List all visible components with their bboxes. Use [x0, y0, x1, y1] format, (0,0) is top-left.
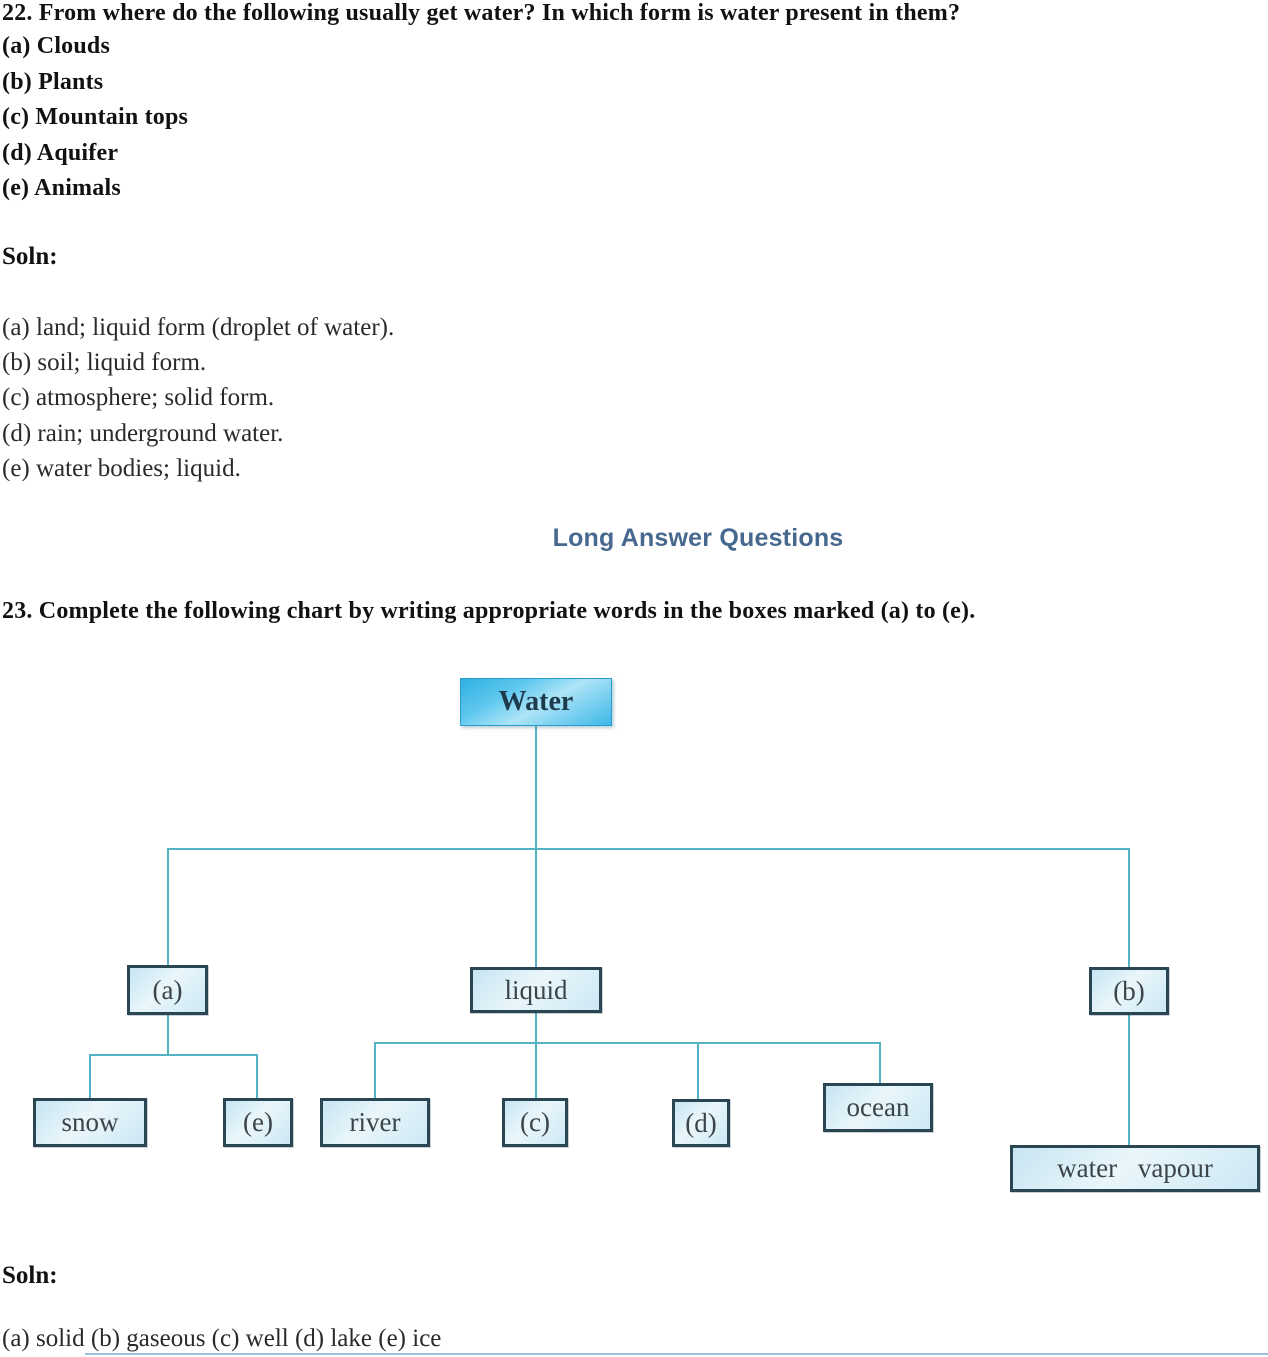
- soln-heading-22: Soln:: [2, 243, 58, 270]
- answer-22-a: (a) land; liquid form (droplet of water)…: [2, 314, 395, 341]
- node-river: river: [320, 1098, 430, 1147]
- question-22-title: 22. From where do the following usually …: [2, 0, 961, 26]
- connector-line-main-horizontal: [167, 848, 1130, 850]
- question-22-item-b: (b) Plants: [2, 69, 104, 95]
- question-22-item-e: (e) Animals: [2, 175, 121, 201]
- node-water-vapour: water vapour: [1010, 1145, 1260, 1192]
- node-water: Water: [460, 678, 612, 726]
- section-heading: Long Answer Questions: [552, 524, 844, 552]
- connector-line-to-a: [167, 848, 169, 966]
- node-ocean: ocean: [823, 1083, 933, 1132]
- answer-22-c: (c) atmosphere; solid form.: [2, 384, 275, 411]
- question-22-item-c: (c) Mountain tops: [2, 104, 189, 130]
- question-23-title: 23. Complete the following chart by writ…: [2, 598, 976, 624]
- connector-line-water-stem: [535, 726, 537, 849]
- connector-line-a-stem: [167, 1014, 169, 1056]
- answer-23: (a) solid (b) gaseous (c) well (d) lake …: [2, 1325, 442, 1352]
- node-c: (c): [502, 1098, 568, 1147]
- bottom-page-rule: [85, 1353, 1268, 1355]
- answer-22-b: (b) soil; liquid form.: [2, 349, 207, 376]
- node-d: (d): [672, 1099, 730, 1147]
- node-b: (b): [1089, 967, 1169, 1015]
- node-liquid: liquid: [470, 967, 602, 1013]
- question-22-item-a: (a) Clouds: [2, 33, 111, 59]
- connector-line-liquid-horizontal: [374, 1042, 881, 1044]
- connector-line-b-stem-to-water-vapour: [1128, 1014, 1130, 1146]
- connector-line-liquid-stem-to-c: [535, 1012, 537, 1099]
- connector-line-to-liquid: [535, 848, 537, 968]
- question-22-item-d: (d) Aquifer: [2, 140, 119, 166]
- connector-line-to-d: [697, 1042, 699, 1100]
- connector-line-a-horizontal: [89, 1054, 258, 1056]
- node-snow: snow: [33, 1098, 147, 1147]
- connector-line-to-snow: [89, 1054, 91, 1099]
- node-a: (a): [127, 965, 208, 1015]
- connector-line-to-river: [374, 1042, 376, 1099]
- answer-22-e: (e) water bodies; liquid.: [2, 455, 241, 482]
- connector-line-to-e: [256, 1054, 258, 1099]
- connector-line-to-b: [1128, 848, 1130, 968]
- soln-heading-23: Soln:: [2, 1262, 58, 1289]
- node-e: (e): [223, 1098, 293, 1147]
- answer-22-d: (d) rain; underground water.: [2, 420, 284, 447]
- connector-line-to-ocean: [879, 1042, 881, 1084]
